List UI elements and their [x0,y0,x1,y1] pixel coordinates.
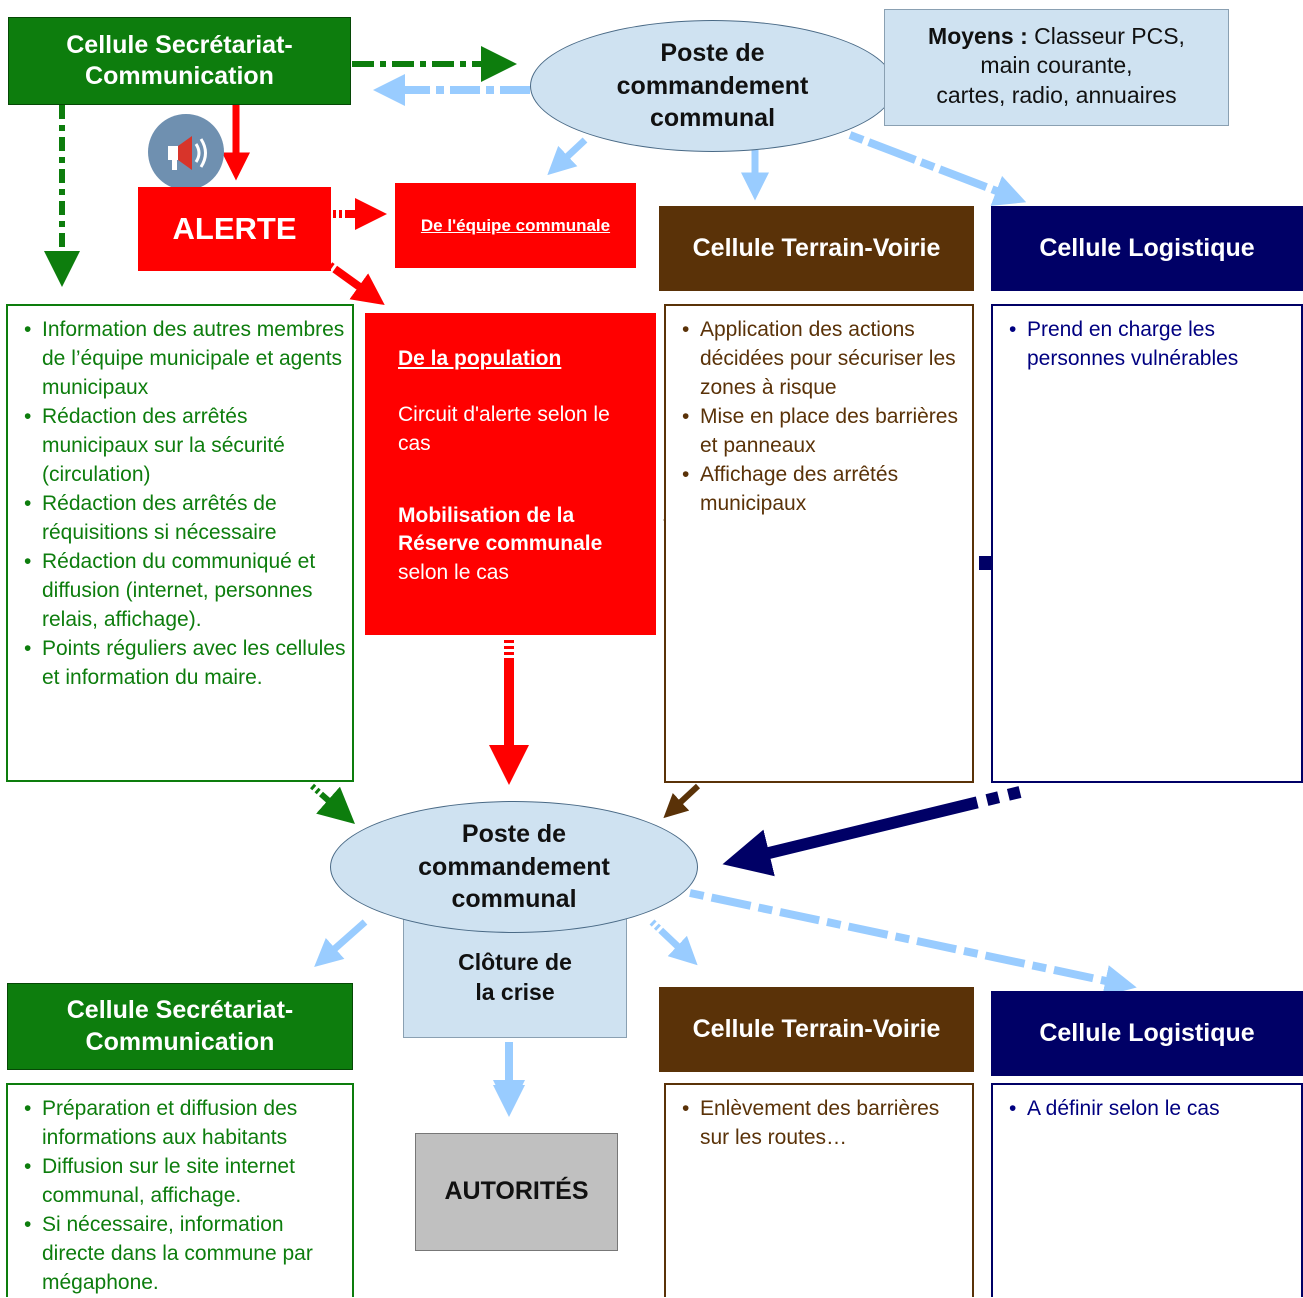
mobilisation-bold: Mobilisation de la Réserve communale [398,504,603,556]
list-item: Information des autres membres de l’équi… [8,316,352,403]
list-item: Mise en place des barrières et panneaux [666,403,972,461]
list-item: Affichage des arrêtés municipaux [666,461,972,519]
list-item: Points réguliers avec les cellules et in… [8,635,352,693]
top-pcc-ellipse: Poste de commandement communal [530,20,895,152]
population-box: De la population Circuit d'alerte selon … [365,313,656,635]
moyens-label: Moyens : [928,23,1028,49]
bottom-secretariat-header: Cellule Secrétariat- Communication [7,983,353,1070]
top-terrain-voirie-tasks: Application des actions décidées pour sé… [664,304,974,783]
moyens-box: Moyens : Classeur PCS, main courante, ca… [884,9,1229,126]
arrow-pcc-to-logistique [848,131,1027,206]
bottom-pcc-ellipse: Poste de commandement communal [330,801,698,933]
bottom-secretariat-task-list: Préparation et diffusion des information… [8,1095,352,1298]
arrow-pcc-to-bottom-sec [314,919,368,967]
list-item: Rédaction des arrêtés municipaux sur la … [8,403,352,490]
top-logistique-header: Cellule Logistique [991,206,1303,291]
list-item: A définir selon le cas [993,1095,1301,1124]
list-item: Prend en charge les personnes vulnérable… [993,316,1301,374]
bottom-terrain-task-list: Enlèvement des barrières sur les routes… [666,1095,972,1153]
autorites-box: AUTORITÉS [415,1133,618,1251]
top-terrain-task-list: Application des actions décidées pour sé… [666,316,972,519]
list-item: Application des actions décidées pour sé… [666,316,972,403]
arrow-sectasks-to-pcc [310,783,355,824]
population-title: De la population [398,347,562,370]
top-terrain-voirie-header: Cellule Terrain-Voirie [659,206,974,291]
moyens-text: Classeur PCS, main courante, cartes, rad… [936,23,1185,108]
megaphone-icon [148,114,224,190]
bottom-terrain-voirie-tasks: Enlèvement des barrières sur les routes… [664,1083,974,1297]
arrow-pcc-down-left [547,137,588,176]
list-item: Préparation et diffusion des information… [8,1095,352,1153]
population-mobilisation: Mobilisation de la Réserve communale sel… [398,502,642,587]
top-logistique-task-list: Prend en charge les personnes vulnérable… [993,316,1301,374]
bottom-terrain-voirie-header: Cellule Terrain-Voirie [659,987,974,1072]
list-item: Enlèvement des barrières sur les routes… [666,1095,972,1153]
mobilisation-rest: selon le cas [398,560,509,584]
bottom-logistique-task-list: A définir selon le cas [993,1095,1301,1124]
bottom-logistique-header: Cellule Logistique [991,991,1303,1076]
arrow-pcc-to-bottom-terrain [649,919,698,966]
arrow-logtasks-to-pcc [722,786,1022,877]
list-item: Si nécessaire, information directe dans … [8,1211,352,1298]
top-logistique-tasks: Prend en charge les personnes vulnérable… [991,304,1303,783]
top-secretariat-header: Cellule Secrétariat- Communication [8,17,351,105]
equipe-communale-box: De l'équipe communale [395,183,636,268]
list-item: Diffusion sur le site internet communal,… [8,1153,352,1211]
arrow-terraintasks-to-pcc [663,783,701,819]
top-secretariat-tasks: Information des autres membres de l’équi… [6,304,354,782]
arrow-alerte-to-population [322,258,385,306]
bottom-logistique-tasks: A définir selon le cas [991,1083,1303,1297]
arrow-pcc-to-bottom-logistique [689,889,1137,997]
list-item: Rédaction des arrêtés de réquisitions si… [8,490,352,548]
bottom-secretariat-tasks: Préparation et diffusion des information… [6,1083,354,1297]
list-item: Rédaction du communiqué et diffusion (in… [8,548,352,635]
population-circuit: Circuit d'alerte selon le cas [398,403,610,455]
alerte-box: ALERTE [138,187,331,271]
top-secretariat-task-list: Information des autres membres de l’équi… [8,316,352,693]
